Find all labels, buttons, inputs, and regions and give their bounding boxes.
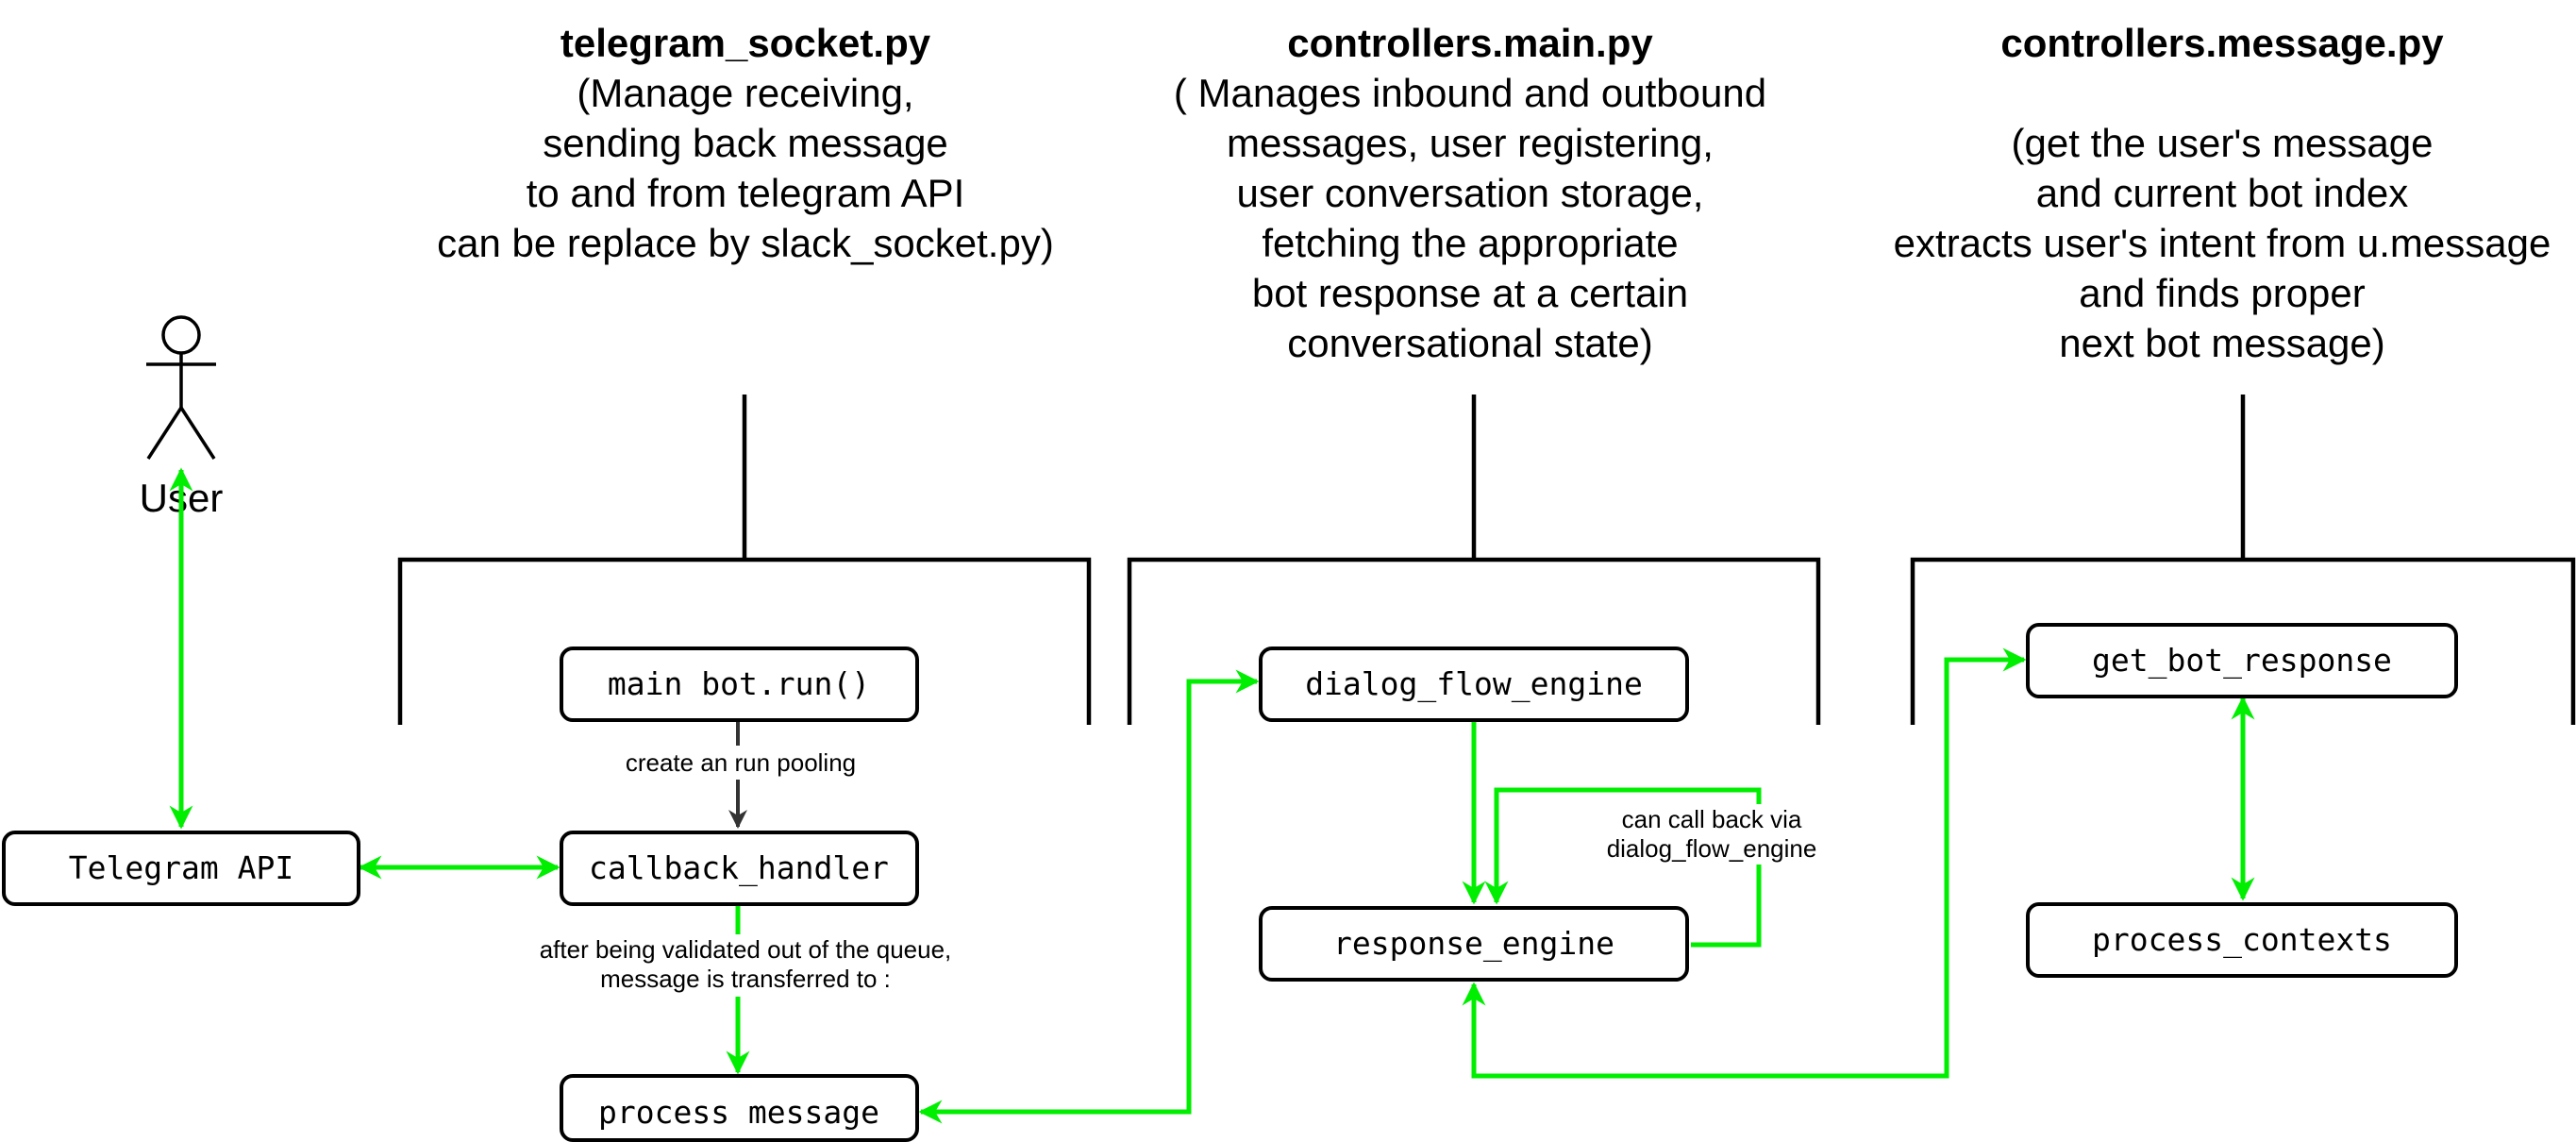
process-message-label: process message xyxy=(598,1094,879,1131)
module-controllers-main-heading: controllers.main.py ( Manages inbound an… xyxy=(1174,21,1766,365)
module-telegram-socket-heading: telegram_socket.py (Manage receiving, se… xyxy=(437,21,1054,265)
process-contexts-label: process_contexts xyxy=(2092,921,2392,959)
telegram-api-box: Telegram API xyxy=(2,831,360,906)
module-desc-line: (Manage receiving, xyxy=(577,71,913,115)
module-desc-line: extracts user's intent from u.message xyxy=(1894,221,2551,265)
module-desc-line: can be replace by slack_socket.py) xyxy=(437,221,1054,265)
module-desc-line: messages, user registering, xyxy=(1227,121,1714,165)
dialog-flow-engine-label: dialog_flow_engine xyxy=(1305,665,1643,703)
dialog-flow-engine-box: dialog_flow_engine xyxy=(1259,647,1689,722)
module-desc-line: conversational state) xyxy=(1287,321,1653,365)
response-engine-label: response_engine xyxy=(1333,925,1614,963)
module-desc-line: ( Manages inbound and outbound xyxy=(1174,71,1766,115)
module-bracket-controllers-message xyxy=(1910,395,2576,725)
label-bg xyxy=(524,934,967,997)
callback-label-line: dialog_flow_engine xyxy=(1607,834,1817,863)
module-controllers-message-heading: controllers.message.py (get the user's m… xyxy=(1894,21,2551,365)
main-bot-run-box: main bot.run() xyxy=(560,647,919,722)
person-icon xyxy=(146,315,216,460)
callback-label-line: can call back via xyxy=(1622,805,1802,833)
process-contexts-box: process_contexts xyxy=(2026,902,2458,978)
label-bg xyxy=(1595,804,1831,865)
telegram-api-label: Telegram API xyxy=(69,849,293,886)
label-bg xyxy=(613,746,863,780)
get-bot-response-box: get_bot_response xyxy=(2026,623,2458,698)
module-desc-line: and current bot index xyxy=(2036,171,2409,215)
module-bracket-telegram-socket xyxy=(397,395,1092,725)
response-get-bot-response-connector xyxy=(1462,647,2027,1079)
main-bot-run-label: main bot.run() xyxy=(608,665,870,702)
validated-label-line: message is transferred to : xyxy=(600,965,891,993)
module-title: controllers.message.py xyxy=(2000,21,2444,65)
module-desc-line: and finds proper xyxy=(2079,271,2366,315)
module-title: telegram_socket.py xyxy=(560,21,931,65)
module-desc-line: sending back message xyxy=(543,121,948,165)
module-desc-line: fetching the appropriate xyxy=(1262,221,1678,265)
module-desc-line: next bot message) xyxy=(2059,321,2385,365)
module-desc-line: (get the user's message xyxy=(2012,121,2434,165)
module-title: controllers.main.py xyxy=(1287,21,1653,65)
module-desc-line: bot response at a certain xyxy=(1252,271,1688,315)
get-bot-response-label: get_bot_response xyxy=(2092,642,2392,680)
module-desc-line: user conversation storage, xyxy=(1237,171,1704,215)
run-pooling-label: create an run pooling xyxy=(626,748,856,777)
callback-handler-label: callback_handler xyxy=(589,849,889,887)
module-desc-line: to and from telegram API xyxy=(527,171,965,215)
process-message-dialog-flow-connector xyxy=(918,669,1260,1124)
callback-handler-box: callback_handler xyxy=(560,831,919,906)
process-message-box: process message xyxy=(560,1074,919,1142)
response-engine-box: response_engine xyxy=(1259,906,1689,982)
module-bracket-controllers-main xyxy=(1127,395,1821,725)
validated-label-line: after being validated out of the queue, xyxy=(540,935,952,964)
